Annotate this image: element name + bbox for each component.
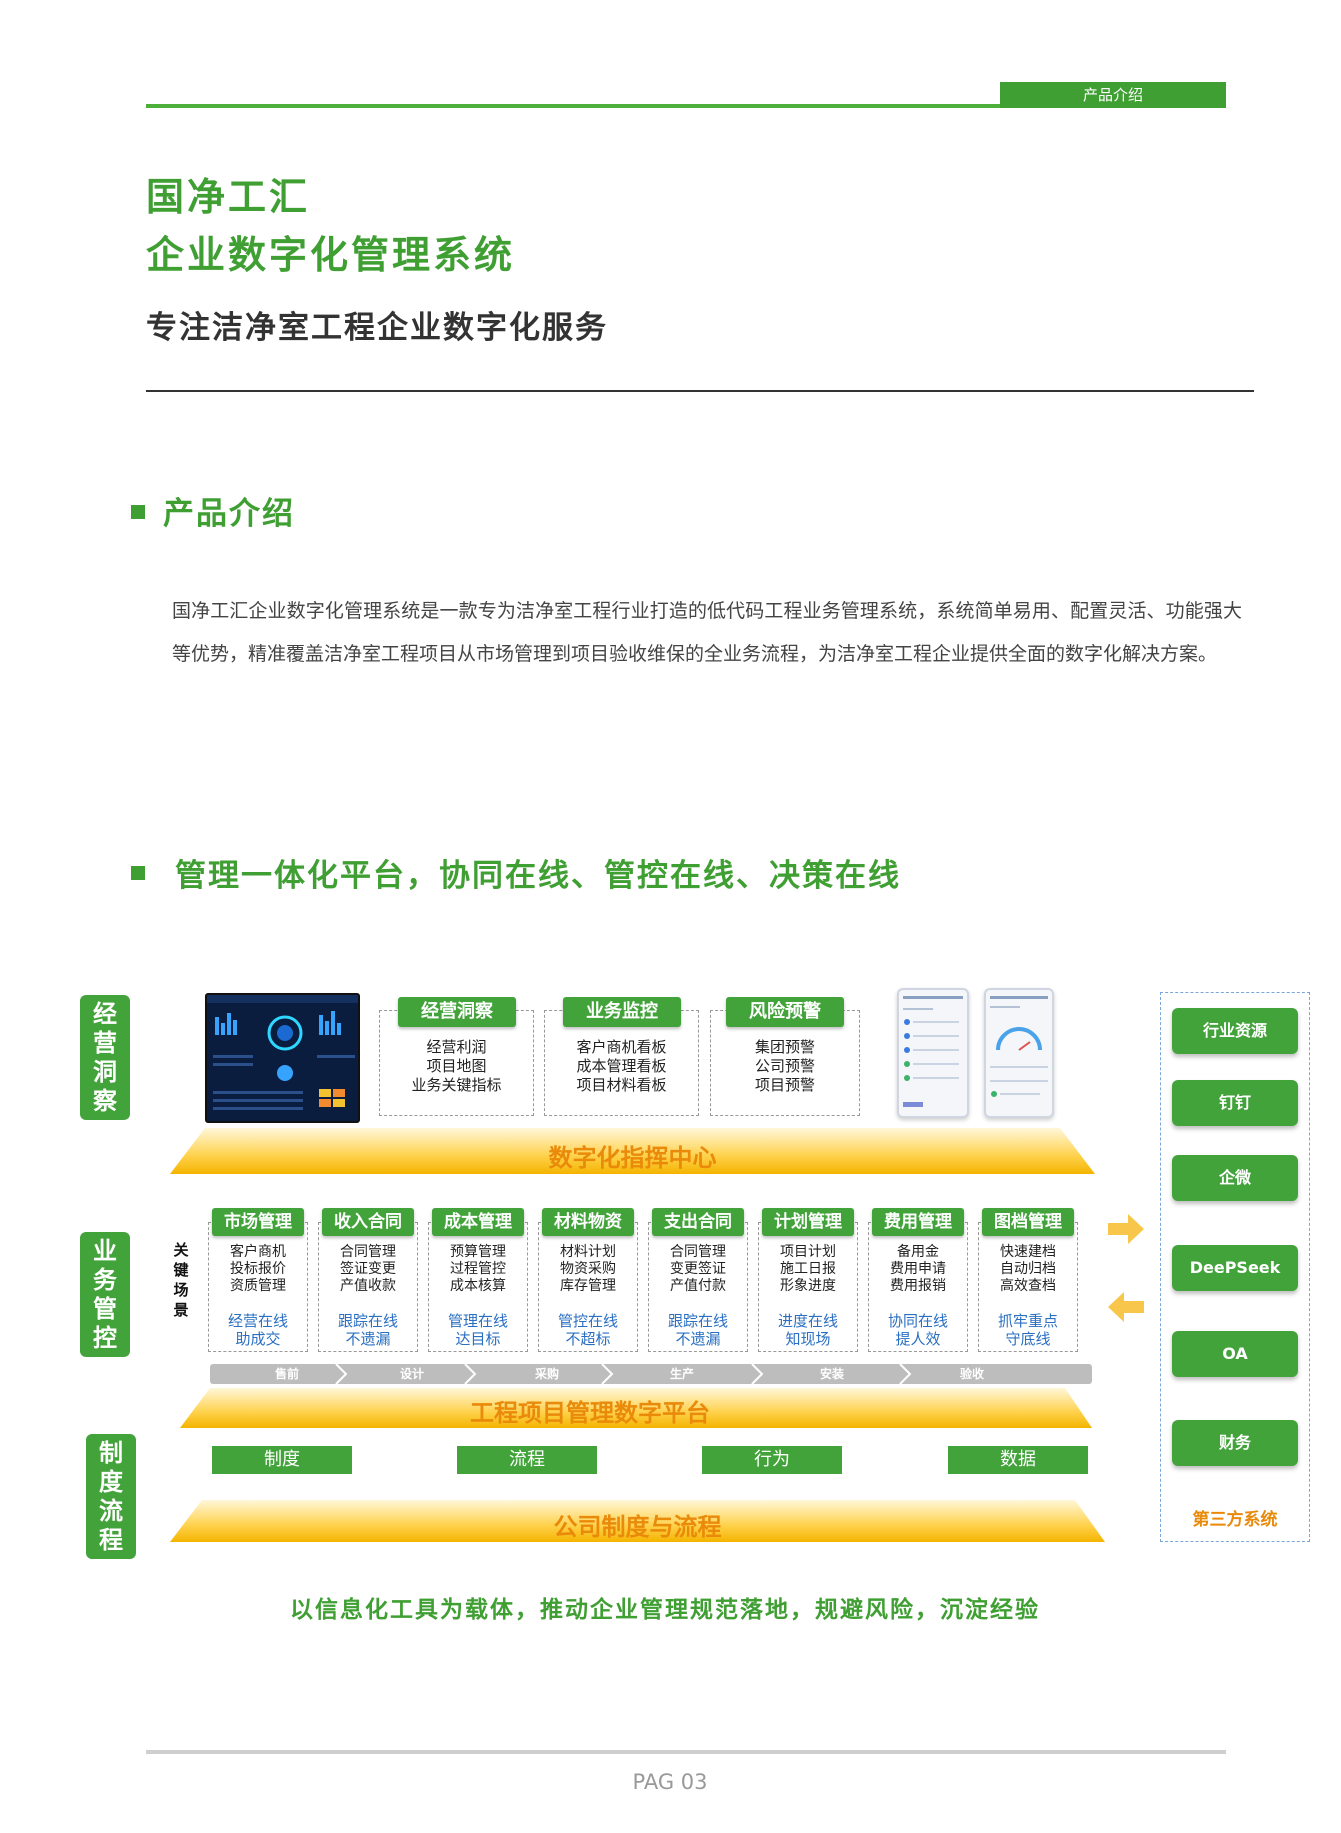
third-party-item: OA [1172,1331,1298,1377]
module-title: 支出合同 [652,1208,744,1236]
module-lines: 合同管理变更签证产值付款 [670,1244,726,1294]
module-benefit: 进度在线知现场 [777,1312,838,1348]
header-tag: 产品介绍 [1000,82,1226,108]
module-title: 市场管理 [212,1208,304,1236]
third-party-item: 财务 [1172,1420,1298,1466]
module-title: 材料物资 [542,1208,634,1236]
module-box [648,1222,748,1352]
intro-paragraph: 国净工汇企业数字化管理系统是一款专为洁净室工程行业打造的低代码工程业务管理系统，… [172,600,1242,665]
side-label-control: 业务 管控 [80,1232,130,1357]
insight-box-operations [379,1010,534,1116]
module-box [538,1222,638,1352]
rule-item: 行为 [702,1446,842,1474]
rule-item: 制度 [212,1446,352,1474]
module-lines: 客户商机投标报价资质管理 [230,1244,286,1294]
stage-label: 设计 [400,1367,425,1381]
slogan: 以信息化工具为载体，推动企业管理规范落地，规避风险，沉淀经验 [290,1597,1040,1623]
module-benefit: 抓牢重点守底线 [997,1312,1058,1348]
insight-box-lines: 客户商机看板成本管理看板项目材料看板 [576,1038,667,1094]
module-title: 收入合同 [322,1208,414,1236]
stage-arrow-bar [210,1364,1092,1384]
module-benefit: 跟踪在线不遗漏 [337,1312,398,1348]
title-divider [146,390,1254,392]
stage-labels: 售前 设计 采购 生产 安装 验收 [210,1364,1092,1384]
rule-item: 流程 [457,1446,597,1474]
third-party-label: 第三方系统 [1192,1510,1278,1530]
rule-item: 数据 [948,1446,1088,1474]
module-box [208,1222,308,1352]
insight-box-title: 经营洞察 [398,997,516,1027]
third-party-panel [1160,992,1310,1542]
third-party-item: 钉钉 [1172,1080,1298,1126]
company-band [170,1500,1105,1542]
module-title: 图档管理 [982,1208,1074,1236]
section-title-platform: 管理一体化平台，协同在线、管控在线、决策在线 [175,858,901,894]
dashboard-screen-image [205,993,360,1123]
mobile-screen-image [897,988,969,1118]
module-lines: 项目计划施工日报形象进度 [780,1244,836,1294]
platform-label: 工程项目管理数字平台 [470,1399,710,1427]
section-bullet-icon [131,866,145,880]
platform-band [180,1388,1092,1428]
stage-label: 售前 [275,1367,300,1381]
module-title: 成本管理 [432,1208,524,1236]
company-label: 公司制度与流程 [553,1513,722,1541]
key-scene-label: 关键 场景 [173,1241,189,1319]
page-title-line1: 国净工汇 [146,175,311,219]
section-title-intro: 产品介绍 [163,496,295,532]
insight-box-lines: 经营利润项目地图业务关键指标 [411,1038,502,1094]
header-rule [146,104,1226,108]
page-subtitle: 专注洁净室工程企业数字化服务 [146,310,608,346]
third-party-item: 企微 [1172,1155,1298,1201]
stage-label: 验收 [960,1367,985,1381]
insight-box-title: 风险预警 [726,997,844,1027]
page-number: PAG 03 [632,1770,708,1794]
footer-rule [146,1750,1226,1754]
module-lines: 合同管理签证变更产值收款 [340,1244,396,1294]
stage-label: 生产 [670,1367,695,1381]
stage-label: 安装 [820,1367,845,1381]
arrow-right-icon [1108,1214,1144,1244]
module-box [428,1222,528,1352]
module-box [758,1222,858,1352]
module-lines: 备用金费用申请费用报销 [890,1244,946,1294]
side-label-insight: 经营 洞察 [80,995,130,1120]
module-benefit: 管理在线达目标 [447,1312,508,1348]
page-title-line2: 企业数字化管理系统 [146,233,516,277]
section-bullet-icon [131,505,145,519]
module-box [318,1222,418,1352]
module-benefit: 协同在线提人效 [887,1312,948,1348]
insight-box-lines: 集团预警公司预警项目预警 [754,1038,815,1094]
module-lines: 快速建档自动归档高效查档 [1000,1244,1056,1294]
third-party-item: DeePSeek [1172,1245,1298,1291]
module-benefit: 跟踪在线不遗漏 [667,1312,728,1348]
arrow-left-icon [1108,1292,1144,1322]
module-title: 费用管理 [872,1208,964,1236]
module-benefit: 管控在线不超标 [557,1312,618,1348]
module-lines: 材料计划物资采购库存管理 [560,1244,616,1294]
stage-label: 采购 [535,1367,560,1381]
insight-box-title: 业务监控 [563,997,681,1027]
module-lines: 预算管理过程管控成本核算 [450,1244,506,1294]
module-benefit: 经营在线助成交 [227,1312,288,1348]
module-title: 计划管理 [762,1208,854,1236]
mobile-gauge-image [984,988,1054,1118]
command-center-label: 数字化指挥中心 [548,1144,717,1172]
side-label-process: 制度 流程 [86,1434,136,1559]
third-party-item: 行业资源 [1172,1008,1298,1054]
command-center-band [170,1128,1095,1174]
insight-box-monitor [544,1010,699,1116]
